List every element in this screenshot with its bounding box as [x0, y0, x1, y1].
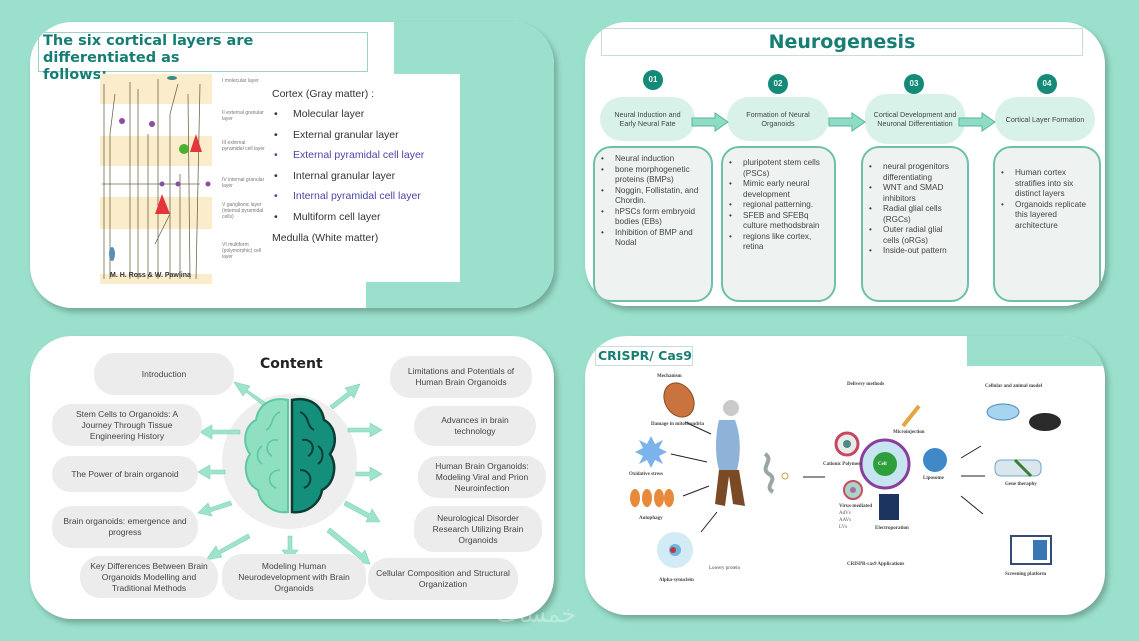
arrow-icon	[199, 424, 241, 440]
step-title: Cortical Layer Formation	[995, 97, 1095, 141]
step-bullet: •Neural induction	[601, 154, 675, 163]
step-bullet: •Mimic early neural development	[729, 179, 810, 199]
crispr-card: CRISPR/ Cas9 Mechanism	[585, 336, 1105, 615]
dna-scissors-icon	[763, 452, 775, 494]
petri-dish-icon	[986, 403, 1020, 421]
step-bullet: •bone morphogenetic proteins (BMPs)	[601, 164, 690, 185]
step-details-box: •Human cortex stratifies into six distin…	[993, 146, 1101, 302]
arrow-icon	[355, 466, 383, 482]
oxidative-stress-icon	[635, 436, 667, 468]
step-bullet: •Organoids replicate this layered archit…	[1001, 199, 1086, 230]
image-credit: M. H. Ross & W. Pawlina	[110, 272, 191, 279]
layer-item: •Molecular layer	[274, 108, 365, 120]
content-item-advances[interactable]: Advances in brain technology	[414, 406, 536, 446]
layer-item: •External granular layer	[274, 128, 399, 141]
layer-item: •Multiform cell layer	[274, 210, 381, 223]
step-number-badge: 01	[643, 70, 663, 90]
content-item-key-differences[interactable]: Key Differences Between Brain Organoids …	[80, 556, 218, 598]
content-item-emergence[interactable]: Brain organoids: emergence and progress	[52, 506, 198, 548]
arrow-icon	[343, 500, 381, 523]
step-bullet: •Inhibition of BMP and Nodal	[601, 227, 693, 248]
step-bullet: •regions like cortex, retina	[729, 231, 812, 252]
layer-item: •Internal granular layer	[274, 169, 396, 182]
step-bullet: •Human cortex stratifies into six distin…	[1001, 168, 1074, 198]
arrow-icon	[197, 464, 226, 480]
electroporation-icon	[879, 494, 899, 520]
content-item-power-of-organoid[interactable]: The Power of brain organoid	[52, 456, 198, 492]
step-number-badge: 04	[1037, 74, 1057, 94]
step-details-box: •Neural induction •bone morphogenetic pr…	[593, 146, 713, 302]
gene-therapy-icon	[994, 459, 1042, 477]
neurogenesis-title: Neurogenesis	[601, 28, 1083, 56]
cortical-layers-title: The six cortical layers are differentiat…	[38, 32, 368, 83]
autophagy-icon	[630, 489, 674, 507]
mitochondria-icon	[663, 382, 695, 418]
cortical-layers-card: The six cortical layers are differentiat…	[30, 22, 554, 308]
step-title: Formation of Neural Organoids	[727, 97, 829, 141]
step-bullet: •Inside-out pattern	[869, 246, 947, 255]
arrow-icon	[205, 533, 251, 561]
content-item-stem-cells[interactable]: Stem Cells to Organoids: A Journey Throu…	[52, 404, 202, 446]
content-item-limitations[interactable]: Limitations and Potentials of Human Brai…	[390, 356, 532, 398]
step-title: Neural Induction and Early Neural Fate	[600, 97, 695, 141]
arrow-icon	[197, 500, 233, 517]
step-number-badge: 03	[904, 74, 924, 94]
elderly-person-icon	[715, 400, 745, 506]
content-item-viral-prion[interactable]: Human Brain Organoids: Modeling Viral an…	[418, 456, 546, 498]
alpha-synuclein-icon	[657, 532, 693, 568]
arrow-icon	[347, 422, 383, 438]
step-bullet: •Outer radial glial cells (oRGs)	[869, 225, 943, 245]
arrow-right-icon	[828, 112, 866, 132]
microinjection-icon	[901, 404, 921, 428]
layer-item: •External pyramidal cell layer	[274, 149, 425, 162]
cortical-layers-diagram: I molecular layer II external granular l…	[100, 74, 265, 284]
crispr-title: CRISPR/ Cas9	[595, 346, 693, 366]
step-bullet: •regional patterning.	[729, 200, 814, 209]
crispr-illustration	[630, 382, 1061, 568]
arrow-right-icon	[958, 112, 996, 132]
step-bullet: •pluripotent stem cells (PSCs)	[729, 158, 820, 178]
step-details-box: •pluripotent stem cells (PSCs) •Mimic ea…	[721, 146, 836, 302]
step-number-badge: 02	[768, 74, 788, 94]
arrow-icon	[329, 383, 361, 410]
step-bullet: •Radial glial cells (RGCs)	[869, 204, 942, 224]
content-item-cellular-composition[interactable]: Cellular Composition and Structural Orga…	[368, 558, 518, 600]
content-item-neurological-disorder[interactable]: Neurological Disorder Research Utilizing…	[414, 506, 542, 552]
neurogenesis-card: Neurogenesis 01 02 03 04 Neural Inductio…	[585, 22, 1105, 306]
watermark: خمسات	[496, 600, 577, 628]
step-title: Cortical Development and Neuronal Differ…	[865, 94, 965, 144]
neuron-illustration	[102, 76, 211, 280]
cortex-layer-list: Cortex (Gray matter) : •Molecular layer …	[272, 88, 462, 244]
step-bullet: •SFEB and SFEBq culture methodsbrain	[729, 210, 820, 231]
layer-item: •Internal pyramidal cell layer	[274, 190, 421, 203]
step-bullet: •WNT and SMAD inhibitors	[869, 183, 944, 203]
mouse-icon	[1029, 413, 1061, 431]
virus-icon	[843, 480, 863, 500]
step-bullet: •hPSCs form embryoid bodies (EBs)	[601, 206, 696, 227]
content-card: Content	[30, 336, 554, 619]
step-details-box: •neural progenitors differentiating •WNT…	[861, 146, 969, 302]
arrow-icon	[233, 381, 267, 407]
arrow-right-icon	[691, 112, 729, 132]
step-bullet: •neural progenitors differentiating	[869, 162, 949, 182]
liposome-icon	[923, 448, 947, 472]
content-item-modeling-neurodevelopment[interactable]: Modeling Human Neurodevelopment with Bra…	[222, 554, 366, 600]
step-bullet: •Noggin, Follistatin, and Chordin.	[601, 185, 699, 206]
content-item-introduction[interactable]: Introduction	[94, 353, 234, 395]
brain-icon	[244, 397, 337, 514]
content-title: Content	[260, 356, 323, 372]
